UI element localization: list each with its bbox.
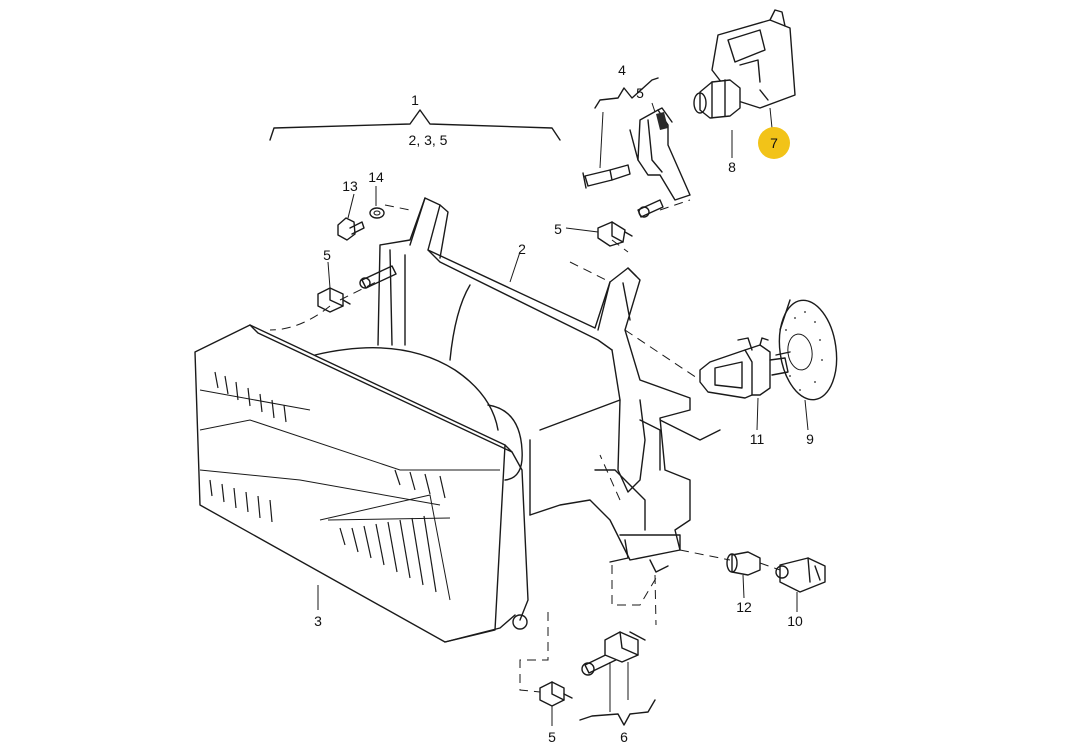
bulb-11	[699, 337, 789, 399]
label-1: 1	[411, 92, 419, 108]
highlight-marker	[758, 127, 790, 159]
bolt-bottom	[581, 631, 646, 676]
label-12: 12	[736, 599, 752, 615]
label-5-top: 5	[636, 85, 644, 101]
label-11: 11	[750, 431, 765, 447]
label-5-left: 5	[323, 247, 331, 263]
screw-13	[337, 217, 365, 241]
brace-6	[579, 699, 656, 726]
headlight-housing	[194, 324, 529, 643]
connector-8	[693, 79, 741, 119]
label-7: 7	[770, 135, 778, 151]
label-3: 3	[314, 613, 322, 629]
label-5-bottom: 5	[548, 729, 556, 745]
label-1-sub: 2, 3, 5	[409, 132, 448, 148]
labels: 1 2, 3, 5 2 3 4 5 5 5 5 6 8 9 10 11 12 1…	[314, 62, 814, 745]
label-10: 10	[787, 613, 803, 629]
label-9: 9	[806, 431, 814, 447]
nut-5-bottom	[539, 681, 573, 707]
label-4: 4	[618, 62, 626, 78]
nut-5-mid	[597, 221, 633, 247]
cap-9	[775, 299, 838, 401]
label-14: 14	[368, 169, 384, 185]
leader-lines	[317, 102, 809, 726]
washer-14	[369, 207, 385, 219]
adjuster-bracket	[629, 107, 691, 201]
brace-1	[269, 109, 561, 141]
label-8: 8	[728, 159, 736, 175]
holder-10	[775, 557, 826, 593]
label-6: 6	[620, 729, 628, 745]
mounting-frame	[377, 197, 721, 573]
label-13: 13	[342, 178, 358, 194]
bulb-12	[726, 551, 761, 576]
bolt-4	[582, 164, 631, 189]
screw-small	[637, 199, 664, 218]
assembly-lines	[269, 199, 781, 693]
nut-5-left	[317, 287, 351, 313]
brace-4	[594, 77, 659, 109]
label-2: 2	[518, 241, 526, 257]
label-7-highlight[interactable]: 7	[758, 127, 790, 159]
bolt-left	[359, 265, 397, 289]
label-5-mid: 5	[554, 221, 562, 237]
